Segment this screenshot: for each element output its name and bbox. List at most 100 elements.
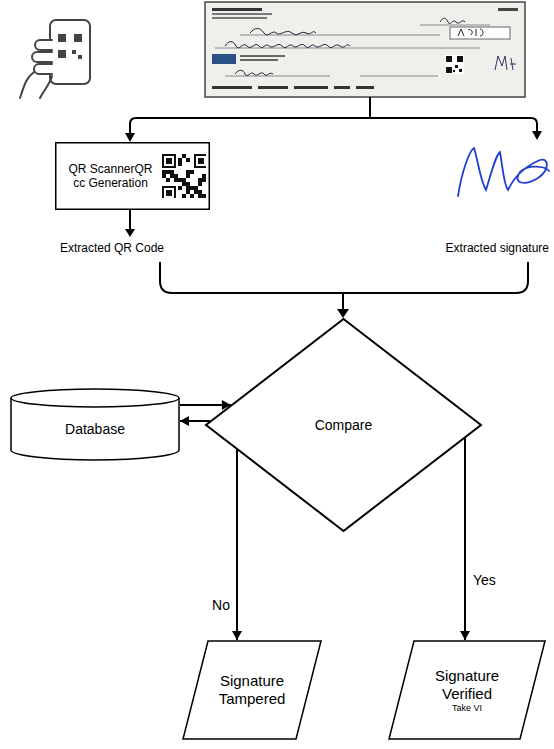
qr-dot [178,178,182,182]
node-text: Database [20,421,170,438]
qr-dot [459,69,462,72]
cheque-print [212,17,267,19]
cylinder-top [11,389,179,407]
cheque-handwriting [250,29,316,35]
micr-mark [294,86,328,89]
qr-dot [198,190,202,194]
qr-dot [194,186,198,190]
cheque-handwriting [458,29,483,36]
cheque-paper [205,2,525,97]
micr-mark [356,86,374,89]
arrow-head [180,416,189,426]
micr-mark [212,86,252,89]
arrow-head [532,131,542,140]
cheque-print [240,59,278,61]
qr-dot [170,174,174,178]
qr-dot [182,194,186,198]
qr-finder [166,158,172,164]
qr-dot [186,170,190,174]
qr-dot [166,170,170,174]
qr-finder [74,34,82,42]
qr-finder [446,56,452,62]
phone-scan-icon [20,20,90,98]
edge-label: No [210,597,232,613]
qr-finder [166,190,172,196]
qr-dot [198,194,202,198]
node-text-group: Database [20,421,170,438]
qr-dot [182,154,186,158]
node-text-group: Signature VerifiedTake VI [418,667,516,714]
qr-ground [445,55,464,74]
qr-finder [198,158,204,164]
split-arrows [125,97,542,142]
qr-dot [190,194,194,198]
cheque-bank-logo [212,54,236,64]
qr-dot [186,158,190,162]
qr-dot [178,186,182,190]
qr-dot [202,194,206,198]
qr-dot [453,70,455,72]
cheque-print [498,8,518,11]
cheque-qr-code [445,55,464,74]
micr-mark [258,86,288,89]
qr-finder [446,67,452,73]
connector [180,400,231,410]
qr-dot [198,178,202,182]
connector [460,438,470,640]
qr-dot [186,182,190,186]
process-box: QR ScannerQR cc Generation [55,142,210,210]
hand-finger [32,52,52,62]
qr-finder [163,187,175,198]
cheque-micr-line [212,86,374,89]
connector [232,450,242,640]
qr-dot [186,186,190,190]
cheque-amount-box [450,27,510,39]
qr-dot [190,186,194,190]
qr-dot [178,158,182,162]
qr-finder [163,155,175,167]
qr-dot [194,190,198,194]
cheque-handwriting [225,42,350,48]
merge-arrows [160,262,528,318]
cheque-print [212,13,272,15]
qr-finder [58,50,66,58]
parallelogram-outline [389,641,545,739]
qr-ground [162,154,206,198]
signature-scribble [458,148,549,196]
cheque-line [215,48,480,49]
node-text-group: Compare [274,417,413,434]
qr-dot [186,174,190,178]
arrow-head [125,229,135,237]
qr-dot [182,182,186,186]
qr-dot [72,50,76,54]
diamond-outline [206,319,481,531]
cheque-handwriting [235,70,273,75]
output-parallelogram: Signature Tampered [182,640,322,740]
node-text-group: QR ScannerQR cc Generation [61,162,160,191]
qr-code-icon [162,154,206,198]
node-text: Compare [274,417,413,434]
arrow-head [125,133,135,142]
qr-finder [457,56,463,62]
qr-dot [162,170,166,174]
qr-dot [78,55,82,59]
flow-line [129,210,131,229]
hand-finger [34,64,52,74]
decision-diamond: Compare [205,318,482,532]
cheque-line [360,76,438,77]
node-text: Signature Verified [418,667,516,703]
connector-line [464,438,466,640]
qr-dot [190,170,194,174]
qr-dot [174,178,178,182]
connector-line [236,450,238,640]
cheque-print [240,55,285,57]
flow-line [130,97,537,133]
qr-dot [166,178,170,182]
qr-dot [170,170,174,174]
hand-wrist [20,72,52,98]
cheque-line [225,76,330,77]
qr-dot [174,174,178,178]
qr-dot [455,65,458,68]
qr-dot [198,182,202,186]
